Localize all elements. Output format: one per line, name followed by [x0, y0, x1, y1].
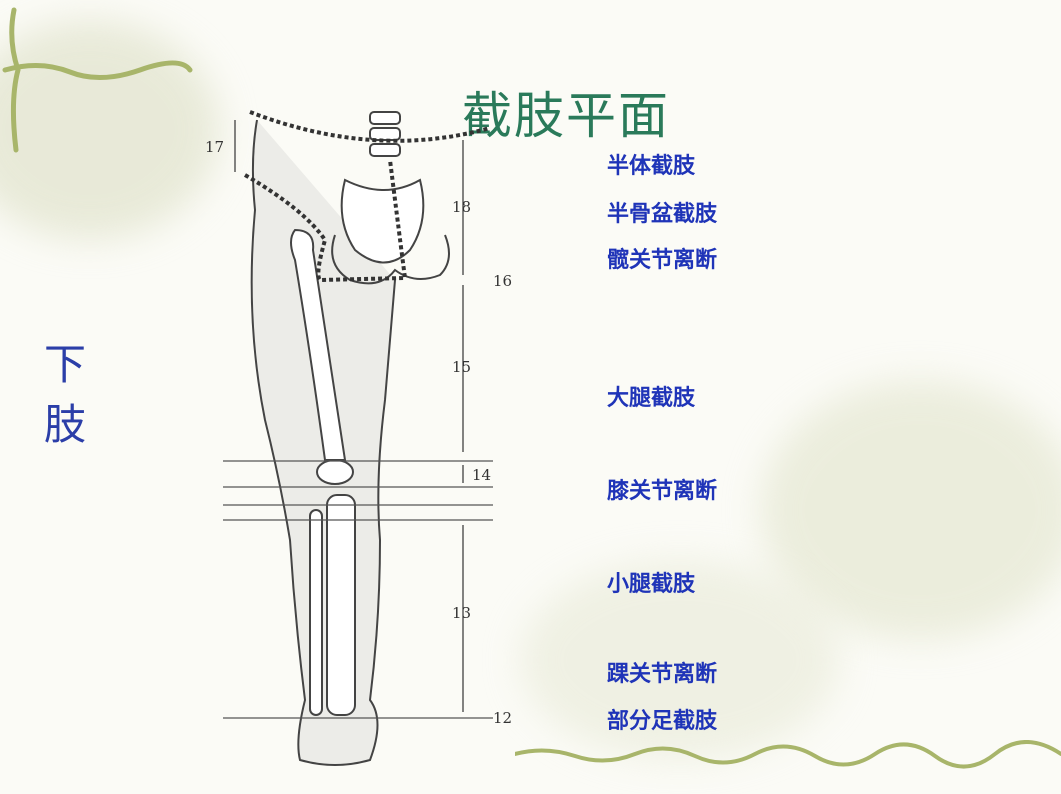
level-label-hemicorporectomy: 半体截肢	[607, 154, 696, 179]
vine-decoration-top	[2, 7, 193, 153]
hemicorporectomy-line	[249, 110, 491, 143]
number-18: 18	[452, 198, 471, 216]
tibia	[326, 494, 356, 716]
number-15: 15	[452, 358, 471, 376]
level-label-transtibial: 小腿截肢	[607, 572, 696, 597]
page-title: 截肢平面	[462, 86, 670, 145]
vertebra	[369, 143, 401, 157]
patella	[316, 459, 354, 485]
level-label-hemipelvectomy: 半骨盆截肢	[607, 202, 718, 227]
leaf-decoration-top-left	[0, 20, 220, 240]
level-label-knee-disarticulation: 膝关节离断	[607, 479, 718, 504]
number-13: 13	[452, 604, 471, 622]
pelvis-lower	[331, 234, 450, 285]
vine-decoration-bottom	[515, 740, 1061, 769]
pelvis	[340, 178, 425, 264]
number-17: 17	[205, 138, 224, 156]
vertebra	[369, 111, 401, 125]
level-label-ankle-disarticulation: 踝关节离断	[607, 662, 718, 687]
leaf-decoration-bottom-mid	[520, 560, 840, 760]
number-14: 14	[472, 466, 491, 484]
number-12: 12	[493, 709, 512, 727]
level-label-transfemoral: 大腿截肢	[607, 386, 696, 411]
level-label-partial-foot: 部分足截肢	[607, 709, 718, 734]
fibula	[309, 509, 323, 716]
vertebra	[369, 127, 401, 141]
lower-limb-amputation-diagram: 17 18 16 15 14 13 12	[205, 110, 512, 766]
hemipelvectomy-line	[243, 159, 408, 283]
side-label: 下肢	[44, 340, 87, 449]
leaf-decoration-bottom-right	[760, 380, 1061, 640]
number-16: 16	[493, 272, 512, 290]
level-label-hip-disarticulation: 髋关节离断	[607, 248, 718, 273]
